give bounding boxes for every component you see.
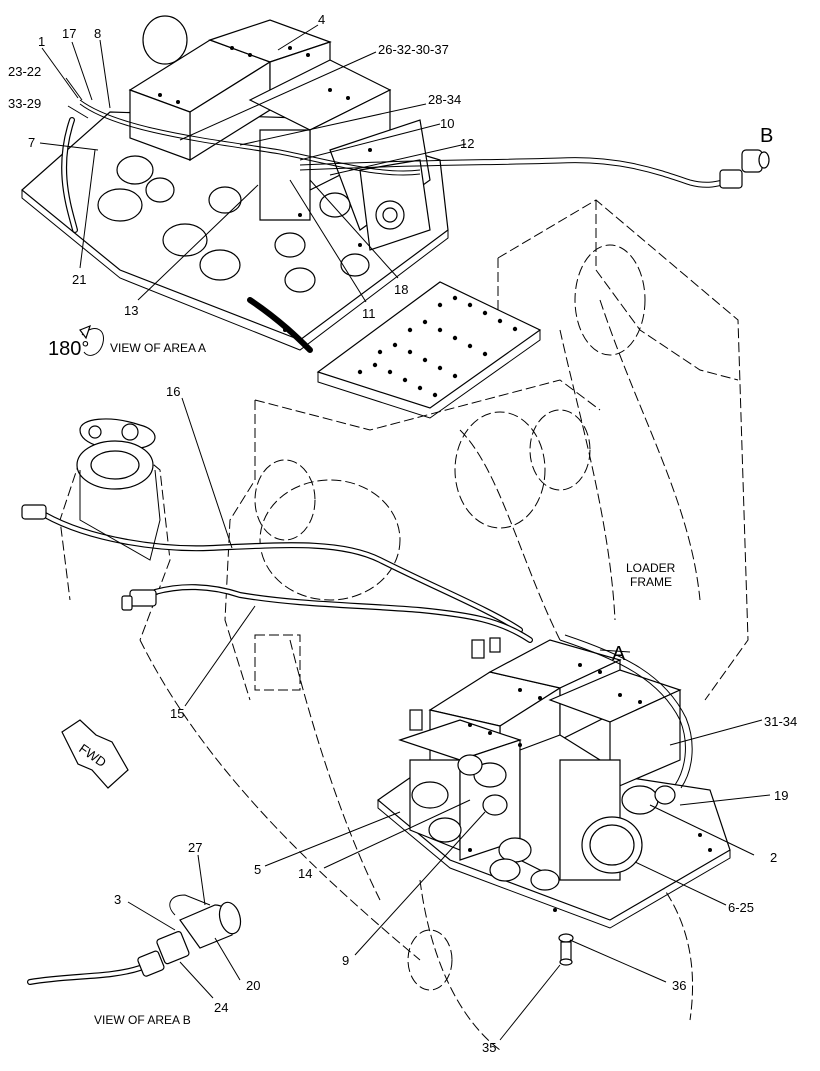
callout-21: 21 bbox=[72, 272, 86, 287]
hose-to-b bbox=[299, 149, 770, 189]
callout-8: 8 bbox=[94, 26, 101, 41]
callout-16: 16 bbox=[166, 384, 180, 399]
callout-15: 15 bbox=[170, 706, 184, 721]
callout-35: 35 bbox=[482, 1040, 496, 1055]
callout-9: 9 bbox=[342, 953, 349, 968]
fwd-arrow-icon: FWD bbox=[61, 719, 129, 789]
hose-16 bbox=[21, 504, 523, 633]
callout-13: 13 bbox=[124, 303, 138, 318]
callout-11: 11 bbox=[362, 306, 376, 321]
callout-23-22: 23-22 bbox=[8, 64, 41, 79]
hose-15 bbox=[121, 584, 533, 643]
callout-19: 19 bbox=[774, 788, 788, 803]
marker-b: B bbox=[760, 125, 773, 147]
area-a-valve-assembly bbox=[21, 15, 449, 353]
callout-2: 2 bbox=[770, 850, 777, 865]
callout-7: 7 bbox=[28, 135, 35, 150]
callout-33-29: 33-29 bbox=[8, 96, 41, 111]
callout-4: 4 bbox=[318, 12, 325, 27]
rotation-label: 180° bbox=[48, 338, 89, 360]
callout-20: 20 bbox=[246, 978, 260, 993]
callout-31-34: 31-34 bbox=[764, 714, 797, 729]
callout-27: 27 bbox=[188, 840, 202, 855]
callout-10: 10 bbox=[440, 116, 454, 131]
loader-frame-line1: LOADER bbox=[626, 561, 676, 575]
hitch-assembly bbox=[76, 418, 161, 561]
main-valve-assembly bbox=[377, 634, 731, 966]
perforated-plate bbox=[316, 281, 542, 419]
marker-a: A bbox=[612, 643, 626, 665]
callout-3: 3 bbox=[114, 892, 121, 907]
loader-frame-line2: FRAME bbox=[630, 575, 672, 589]
callout-24: 24 bbox=[214, 1000, 228, 1015]
callout-1: 1 bbox=[38, 34, 45, 49]
view-area-b-caption: VIEW OF AREA B bbox=[94, 1013, 191, 1027]
leader-lines bbox=[39, 24, 771, 1041]
view-area-a-caption: VIEW OF AREA A bbox=[110, 341, 206, 355]
callout-6-25: 6-25 bbox=[728, 900, 754, 915]
callout-5: 5 bbox=[254, 862, 261, 877]
callout-17: 17 bbox=[62, 26, 76, 41]
rotate-arrow-icon bbox=[79, 324, 104, 356]
callout-28-34: 28-34 bbox=[428, 92, 461, 107]
callout-14: 14 bbox=[298, 866, 312, 881]
callout-18: 18 bbox=[394, 282, 408, 297]
callout-36: 36 bbox=[672, 978, 686, 993]
callout-26-32-30-37: 26-32-30-37 bbox=[378, 42, 449, 57]
callout-12: 12 bbox=[460, 136, 474, 151]
area-b-connector bbox=[27, 894, 242, 985]
callout-labels: 1 17 8 4 23-22 26-32-30-37 33-29 28-34 1… bbox=[8, 12, 797, 1055]
